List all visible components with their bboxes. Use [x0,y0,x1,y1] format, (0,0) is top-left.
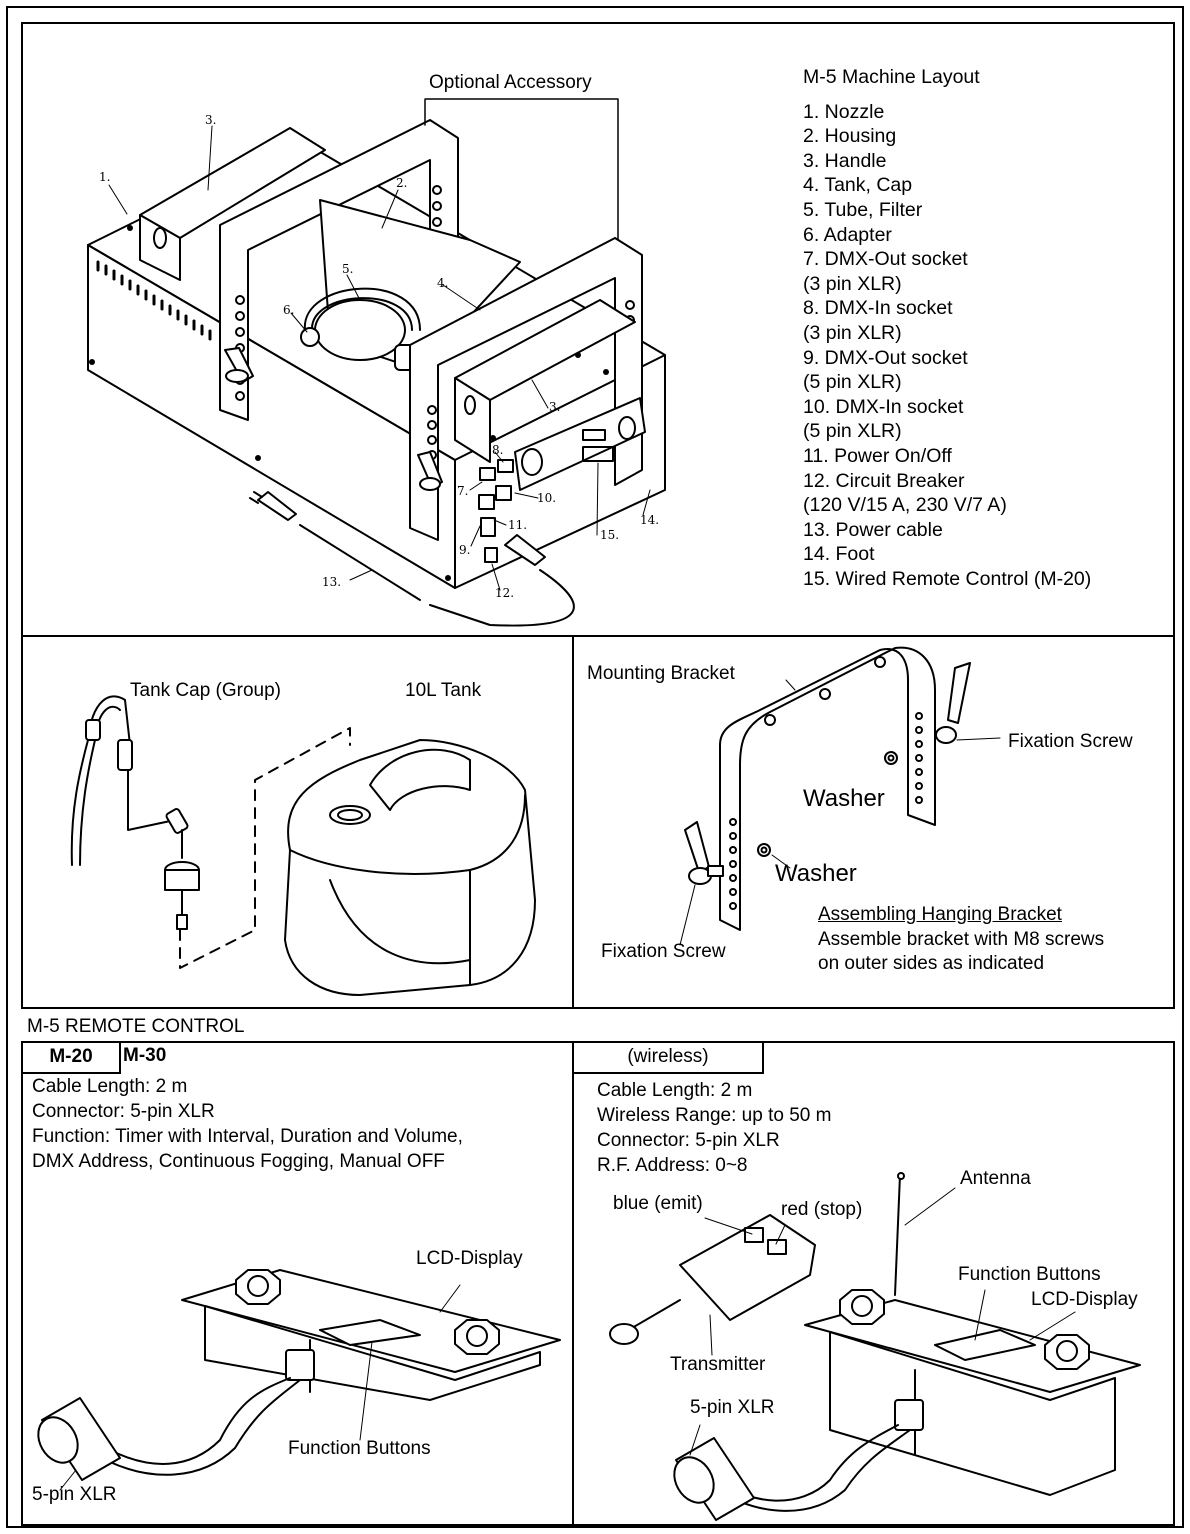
model-m30: M-30 [123,1045,167,1066]
legend-item: 5. Tube, Filter [803,198,923,221]
legend-item: 14. Foot [803,543,875,566]
remote-section-title: M-5 REMOTE CONTROL [27,1016,245,1037]
legend-item: 7. DMX-Out socket [803,248,968,271]
legend-item: 9. DMX-Out socket [803,346,968,369]
legend-item: 3. Handle [803,149,887,172]
callout-2: 2. [396,176,408,190]
assembly-title: Assembling Hanging Bracket [818,904,1062,925]
mounting-bracket-label: Mounting Bracket [587,663,735,684]
wired-spec: DMX Address, Continuous Fogging, Manual … [32,1151,445,1172]
wireless-spec: Cable Length: 2 m [597,1080,753,1101]
antenna-label: Antenna [960,1168,1031,1189]
machine-illustration [87,98,666,627]
tank-label: 10L Tank [405,680,482,701]
legend-item: 10. DMX-In socket [803,395,964,418]
callout-5: 5. [342,262,354,276]
callout-12: 12. [495,586,515,600]
wireless-spec: Connector: 5-pin XLR [597,1130,780,1151]
legend-title: M-5 Machine Layout [803,66,980,88]
legend-item: 4. Tank, Cap [803,174,913,197]
wired-spec: Cable Length: 2 m [32,1076,188,1097]
legend-item: (3 pin XLR) [803,321,902,344]
callout-15: 15. [600,528,620,542]
red-stop-label: red (stop) [781,1199,863,1220]
outer-frame [6,6,1184,1528]
legend-item: (5 pin XLR) [803,371,902,394]
blue-emit-label: blue (emit) [613,1193,703,1214]
legend-item: (5 pin XLR) [803,420,902,443]
callout-11: 11. [508,518,528,532]
wired-function-buttons-label: Function Buttons [288,1438,431,1459]
callout-3: 3. [205,113,217,127]
callout-14: 14. [640,513,660,527]
bracket-illustration [679,646,1001,946]
washer-lower-label: Washer [775,860,857,887]
callout-3b: 3. [549,400,561,414]
tab-wireless: (wireless) [572,1041,764,1074]
callout-13: 13. [322,575,342,589]
callout-8: 8. [492,443,504,457]
callout-10: 10. [537,491,557,505]
legend-item: (120 V/15 A, 230 V/7 A) [803,494,1007,517]
wireless-spec: Wireless Range: up to 50 m [597,1105,832,1126]
tank-cap-label: Tank Cap (Group) [130,680,282,701]
legend-item: 2. Housing [803,125,897,148]
callout-1: 1. [99,170,111,184]
wireless-specs: Cable Length: 2 m Wireless Range: up to … [597,1078,831,1178]
tank-illustration [70,695,536,996]
wired-spec: Connector: 5-pin XLR [32,1101,215,1122]
fixation-screw-right-label: Fixation Screw [1008,731,1133,752]
parts-legend: M-5 Machine Layout 1. Nozzle 2. Housing … [803,65,1091,591]
legend-item: 8. DMX-In socket [803,297,953,320]
optional-accessory-label: Optional Accessory [429,72,592,93]
tab-m20: M-20 [21,1041,121,1074]
transmitter-label: Transmitter [670,1354,766,1375]
callout-6: 6. [283,303,295,317]
wireless-lcd-label: LCD-Display [1031,1289,1138,1310]
wireless-remote-panel [572,1041,1175,1526]
fixation-screw-left-label: Fixation Screw [601,941,726,962]
legend-item: 13. Power cable [803,518,943,541]
wireless-remote-illustration [609,1172,1141,1521]
wireless-function-buttons-label: Function Buttons [958,1264,1101,1285]
wired-specs: Cable Length: 2 m Connector: 5-pin XLR F… [32,1074,463,1174]
wireless-xlr-label: 5-pin XLR [690,1397,775,1418]
legend-item: 15. Wired Remote Control (M-20) [803,567,1092,590]
wired-xlr-label: 5-pin XLR [32,1484,117,1505]
legend-item: 11. Power On/Off [803,444,952,467]
callout-7: 7. [457,484,469,498]
assembly-text: Assemble bracket with M8 screws on outer… [818,928,1104,976]
wireless-spec: R.F. Address: 0~8 [597,1155,748,1176]
wired-spec: Function: Timer with Interval, Duration … [32,1126,463,1147]
legend-item: 6. Adapter [803,223,892,246]
assembly-line: on outer sides as indicated [818,953,1045,974]
callout-4: 4. [437,276,449,290]
washer-upper-label: Washer [803,785,885,812]
assembly-line: Assemble bracket with M8 screws [818,929,1105,950]
wired-lcd-label: LCD-Display [416,1248,523,1269]
legend-item: 12. Circuit Breaker [803,469,965,492]
wired-remote-illustration [37,1269,561,1491]
legend-item: (3 pin XLR) [803,272,902,295]
legend-item: 1. Nozzle [803,100,885,123]
callout-9: 9. [459,543,471,557]
bracket-panel [572,635,1175,1009]
